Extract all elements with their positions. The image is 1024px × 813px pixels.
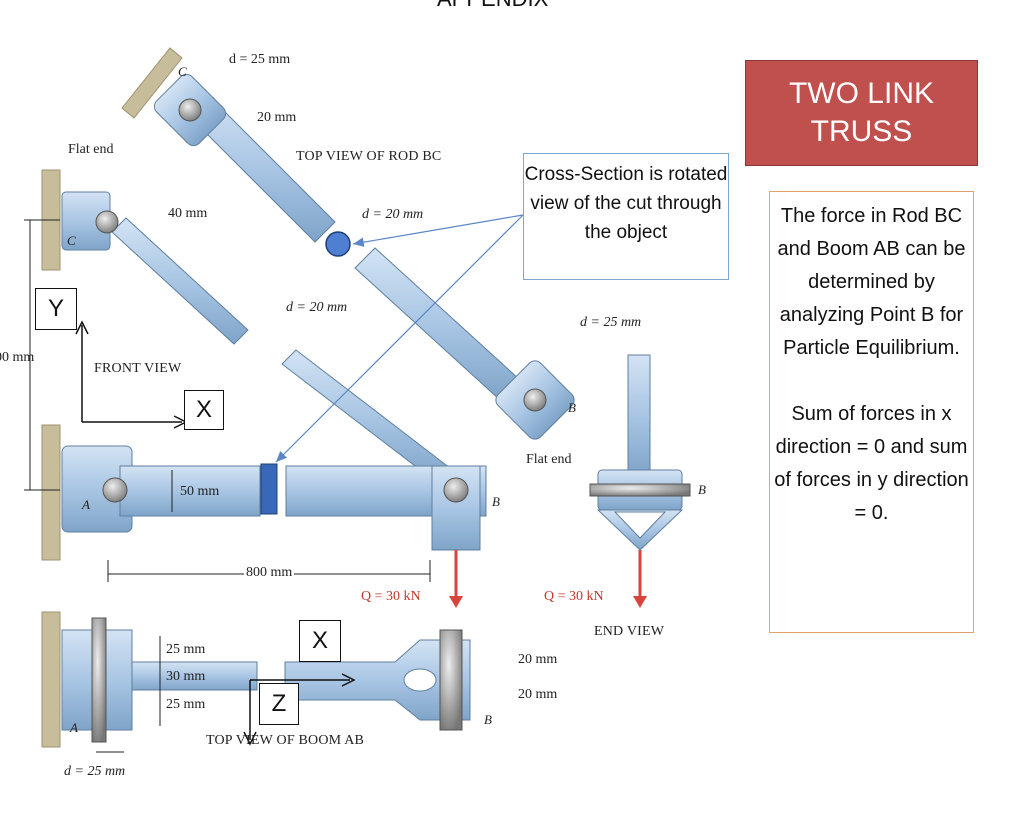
top-view-boom-label: TOP VIEW OF BOOM AB [206,733,365,748]
point-c-top: C [178,64,187,79]
y-axis-label: Y [35,288,77,330]
x-axis-label-top: X [299,620,341,662]
info-box: The force in Rod BC and Boom AB can be d… [769,191,974,633]
dim-d20-section: d = 20 mm [362,207,424,222]
cross-section-callout: Cross-Section is rotated view of the cut… [523,153,729,280]
callout-leader-lower [275,214,524,463]
dim-20-b: 20 mm [518,687,558,702]
point-b-rod: B [568,400,576,415]
rod-bc-front-view [61,191,451,483]
appendix-title: APPENDIX [437,0,548,12]
wall-supports [41,47,183,748]
point-a-front: A [82,497,90,512]
boom-ab-top-view [61,617,471,743]
dim-25-a: 25 mm [166,642,206,657]
flat-end-left: Flat end [68,142,114,157]
load-arrowhead-end [633,596,647,608]
callout-leader-upper [352,214,524,247]
dim-d25-top: d = 25 mm [229,52,291,67]
point-b-top: B [484,712,492,727]
dim-20-top: 20 mm [257,110,297,125]
wall-top-rod [121,47,183,119]
dim-d25-bottom: d = 25 mm [64,764,126,779]
load-label-end: Q = 30 kN [544,589,604,604]
axes-lines [75,320,356,746]
rod-cross-section [325,231,351,257]
end-view [589,354,691,551]
dim-800: 800 mm [244,565,295,581]
point-b-end: B [698,482,706,497]
wall-front-lower [41,424,61,561]
dim-20-a: 20 mm [518,652,558,667]
point-c-front: C [67,233,76,248]
flat-end-right: Flat end [526,452,572,467]
point-b-front: B [492,494,500,509]
dim-30: 30 mm [166,669,206,684]
truss-title-line1: TWO LINK [788,77,934,110]
dim-50: 50 mm [180,484,220,499]
dim-600: 600 mm [0,350,35,365]
dim-d20-mid: d = 20 mm [286,300,348,315]
point-a-top: A [70,720,78,735]
info-paragraph-2: Sum of forces in x direction = 0 and sum… [774,403,969,524]
load-arrowhead-front [449,596,463,608]
end-view-label: END VIEW [594,624,665,639]
truss-title-line2: TRUSS [810,115,913,148]
truss-title: TWO LINK TRUSS [745,60,978,166]
z-axis-label: Z [259,683,299,725]
front-view-label: FRONT VIEW [94,361,182,376]
boom-ab-front-view [61,445,487,551]
top-view-rod-label: TOP VIEW OF ROD BC [296,149,442,164]
wall-top-view [41,611,61,748]
dim-d25-right: d = 25 mm [580,315,642,330]
dim-40: 40 mm [168,206,208,221]
x-axis-label-front: X [184,390,224,430]
info-paragraph-1: The force in Rod BC and Boom AB can be d… [777,205,966,359]
boom-cross-section [260,463,278,515]
dim-25-b: 25 mm [166,697,206,712]
load-label-front: Q = 30 kN [361,589,421,604]
rod-bc-top-view [153,73,575,440]
